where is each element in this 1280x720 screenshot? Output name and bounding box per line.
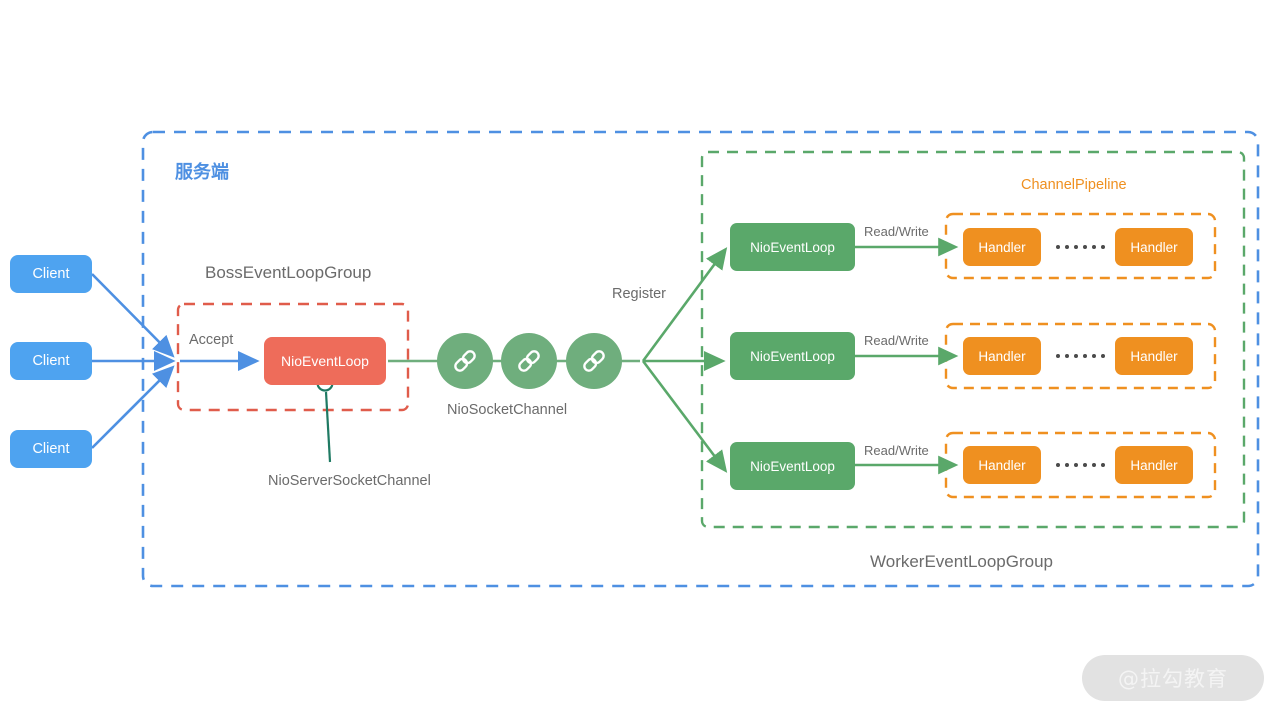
client-box-1[interactable]: Client <box>10 255 92 293</box>
boss-event-loop-group-boundary <box>176 302 410 412</box>
register-arrow-top <box>641 247 728 362</box>
client-arrow-3 <box>91 365 175 449</box>
boss-event-loop-group-label: BossEventLoopGroup <box>205 263 372 282</box>
accept-label: Accept <box>189 332 234 348</box>
channel-pipeline-title: ChannelPipeline <box>1021 177 1127 193</box>
handler-box-1a[interactable]: Handler <box>963 228 1041 266</box>
server-socket-channel-leader <box>324 391 332 463</box>
handler-box-3a[interactable]: Handler <box>963 446 1041 484</box>
handler-ellipsis-2 <box>1056 354 1105 358</box>
read-write-label-1: Read/Write <box>864 224 929 239</box>
chain-link-icon <box>583 350 605 372</box>
worker-event-loop-group-label: WorkerEventLoopGroup <box>870 552 1054 571</box>
read-write-label-3: Read/Write <box>864 443 929 458</box>
chain-link-icon <box>454 350 476 372</box>
client-box-2[interactable]: Client <box>10 342 92 380</box>
handler-ellipsis-3 <box>1056 463 1105 467</box>
worker-nio-event-loop-box-2[interactable]: NioEventLoop <box>730 332 855 380</box>
worker-nio-event-loop-box-1[interactable]: NioEventLoop <box>730 223 855 271</box>
handler-box-1b[interactable]: Handler <box>1115 228 1193 266</box>
client-box-3[interactable]: Client <box>10 430 92 468</box>
watermark-badge: @拉勾教育 <box>1082 655 1264 701</box>
worker-nio-event-loop-box-3[interactable]: NioEventLoop <box>730 442 855 490</box>
handler-box-3b[interactable]: Handler <box>1115 446 1193 484</box>
nio-socket-channel-node-2 <box>501 333 557 389</box>
boss-nio-event-loop-box[interactable]: NioEventLoop <box>264 337 386 385</box>
handler-ellipsis-1 <box>1056 245 1105 249</box>
nio-socket-channel-label: NioSocketChannel <box>447 402 568 418</box>
chain-link-icon <box>518 350 540 372</box>
page-title-server: 服务端 <box>175 162 229 182</box>
register-arrow-bottom <box>641 360 728 473</box>
nio-socket-channel-node-1 <box>437 333 493 389</box>
handler-box-2a[interactable]: Handler <box>963 337 1041 375</box>
register-label: Register <box>612 286 666 302</box>
nio-server-socket-channel-label: NioServerSocketChannel <box>268 473 431 489</box>
read-write-label-2: Read/Write <box>864 333 929 348</box>
server-boundary-box <box>141 130 1260 588</box>
nio-socket-channel-node-3 <box>566 333 622 389</box>
handler-box-2b[interactable]: Handler <box>1115 337 1193 375</box>
client-arrow-1 <box>91 273 175 358</box>
